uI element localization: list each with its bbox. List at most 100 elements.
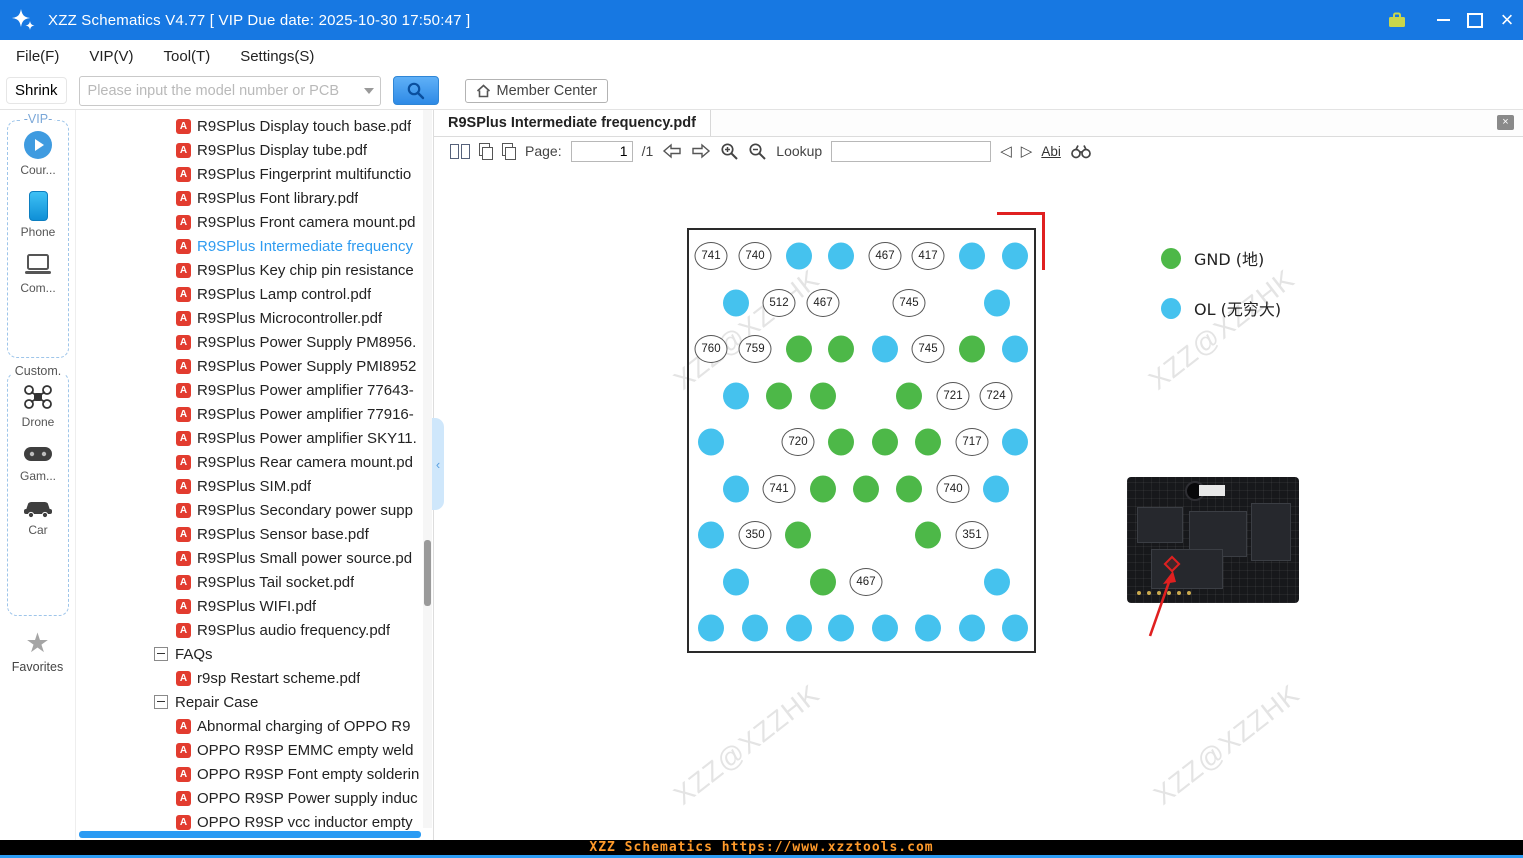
- numbered-test-point: 417: [911, 242, 945, 270]
- tree-item-label: OPPO R9SP EMMC empty weld: [197, 741, 414, 759]
- pcb-label: [1199, 485, 1225, 496]
- tree-item-label: r9sp Restart scheme.pdf: [197, 669, 361, 687]
- vip-group: -VIP- Cour... Phone Com...: [7, 112, 69, 358]
- prev-page-arrow-icon[interactable]: [662, 142, 682, 160]
- tree-node[interactable]: Repair Case: [76, 690, 433, 714]
- pdf-page: XZZ@XZZHK XZZ@XZZHK XZZ@XZZHK XZZ@XZZHK …: [434, 164, 1523, 840]
- sidebar-item-phone[interactable]: Phone: [8, 191, 68, 239]
- blue-test-point: [984, 568, 1010, 596]
- legend-row: OL (无穷大): [1161, 296, 1281, 320]
- blue-test-point: [698, 521, 724, 549]
- tree-vertical-scrollbar[interactable]: [423, 110, 432, 828]
- zoom-out-icon[interactable]: [748, 142, 767, 161]
- blue-test-point: [698, 614, 724, 642]
- toolbox-icon[interactable]: [1381, 0, 1413, 40]
- member-center-button[interactable]: Member Center: [464, 78, 609, 103]
- shrink-button[interactable]: Shrink: [6, 77, 67, 104]
- pdf-file-icon: A: [176, 454, 191, 470]
- minimize-button[interactable]: [1427, 0, 1459, 40]
- blue-test-point: [828, 614, 854, 642]
- tree-item-label: OPPO R9SP vcc inductor empty: [197, 813, 413, 831]
- maximize-button[interactable]: [1459, 0, 1491, 40]
- paste-page-icon[interactable]: [502, 143, 516, 160]
- tree-item-label: R9SPlus Small power source.pd: [197, 549, 413, 567]
- sidebar-item-game[interactable]: Gam...: [8, 443, 68, 483]
- next-page-arrow-icon[interactable]: [691, 142, 711, 160]
- menu-vip[interactable]: VIP(V): [89, 47, 134, 65]
- tree-item-label: R9SPlus Front camera mount.pd: [197, 213, 416, 231]
- two-page-view-icon[interactable]: [450, 143, 470, 159]
- model-search-input[interactable]: [79, 82, 358, 99]
- pdf-file-icon: A: [176, 334, 191, 350]
- sidebar-item-course[interactable]: Cour...: [8, 131, 68, 177]
- tree-node[interactable]: FAQs: [76, 642, 433, 666]
- sidebar-item-computer[interactable]: Com...: [8, 253, 68, 295]
- tree-horizontal-scrollbar[interactable]: [79, 831, 421, 838]
- blue-test-point: [1002, 614, 1028, 642]
- panel-collapse-handle[interactable]: ‹: [432, 418, 444, 510]
- collapse-minus-icon[interactable]: [154, 647, 168, 661]
- copy-page-icon[interactable]: [479, 143, 493, 160]
- zoom-in-icon[interactable]: [720, 142, 739, 161]
- tab-active[interactable]: R9SPlus Intermediate frequency.pdf: [434, 110, 711, 136]
- app-logo-icon: [12, 9, 35, 30]
- sidebar-item-car[interactable]: Car: [8, 497, 68, 537]
- red-corner-mark: [997, 212, 1045, 215]
- tree-item-label: Abnormal charging of OPPO R9: [197, 717, 411, 735]
- collapse-minus-icon[interactable]: [154, 695, 168, 709]
- lookup-input[interactable]: [831, 140, 992, 162]
- gamepad-icon: [24, 447, 52, 461]
- scrollbar-thumb[interactable]: [424, 540, 431, 606]
- play-circle-icon: [24, 131, 52, 159]
- find-previous-icon[interactable]: ◁: [1000, 142, 1012, 160]
- sidebar-item-favorites[interactable]: ★ Favorites: [0, 630, 75, 675]
- green-test-point: [766, 382, 792, 410]
- green-test-point: [810, 475, 836, 503]
- search-button[interactable]: [392, 76, 439, 105]
- menu-tool[interactable]: Tool(T): [163, 47, 211, 65]
- tab-close-button[interactable]: ×: [1497, 115, 1514, 130]
- page-number-input[interactable]: [570, 140, 633, 162]
- sidebar-item-drone[interactable]: Drone: [8, 383, 68, 429]
- chevron-left-icon: ‹: [435, 456, 441, 472]
- pdf-file-icon: A: [176, 670, 191, 686]
- blue-test-point: [1002, 242, 1028, 270]
- menu-settings[interactable]: Settings(S): [240, 47, 315, 65]
- statusbar-text: XZZ Schematics https://www.xzztools.com: [589, 840, 934, 855]
- match-case-button[interactable]: Abi: [1041, 143, 1061, 159]
- binoculars-icon[interactable]: [1070, 143, 1092, 159]
- pdf-file-icon: A: [176, 526, 191, 542]
- find-next-icon[interactable]: ▷: [1020, 142, 1033, 160]
- menu-file[interactable]: File(F): [16, 47, 60, 65]
- dropdown-caret-icon[interactable]: [358, 88, 380, 94]
- close-button[interactable]: ×: [1491, 0, 1523, 40]
